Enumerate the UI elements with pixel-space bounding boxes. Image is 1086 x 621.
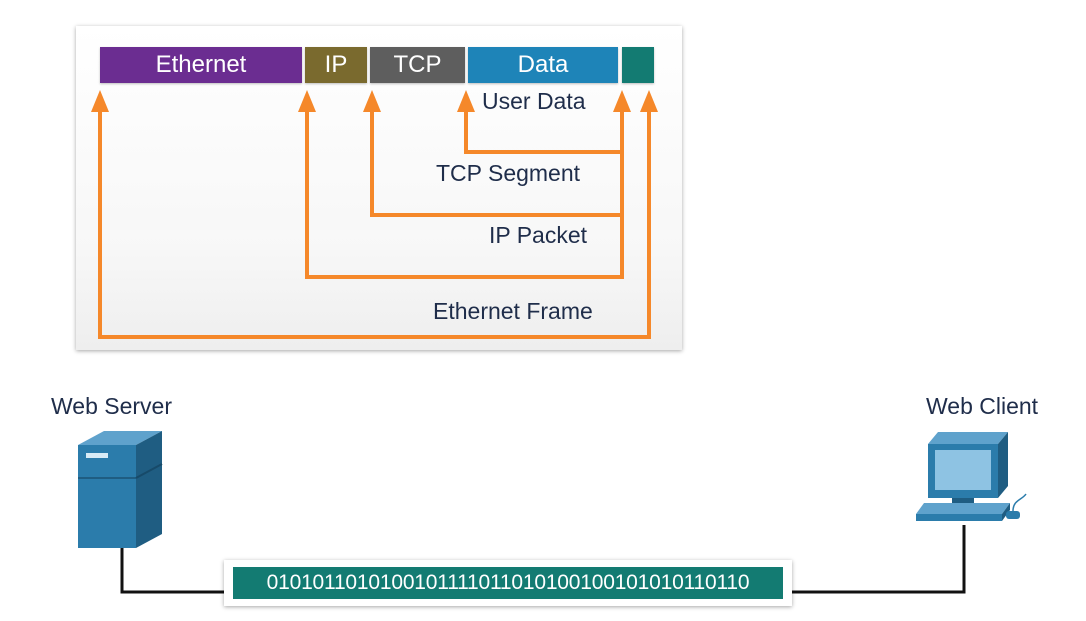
ethernet-header: Ethernet [100, 47, 302, 83]
web-server-label: Web Server [51, 393, 173, 419]
computer-icon [916, 432, 1027, 521]
ip-packet-label: IP Packet [489, 222, 588, 248]
ethernet-trailer [622, 47, 654, 83]
network-cable-left [120, 545, 224, 594]
arrowhead [640, 90, 658, 112]
tcp-segment-bracket [370, 102, 622, 217]
arrowhead [363, 90, 381, 112]
bitstream-box: 0101011010100101111011010100100101010110… [224, 560, 792, 606]
data-payload: Data [468, 47, 618, 83]
ip-packet-bracket [305, 102, 624, 279]
tcp-segment-label: TCP Segment [436, 160, 581, 186]
ethernet-frame-bracket [98, 102, 651, 339]
user-data-label: User Data [482, 88, 586, 114]
arrowhead [457, 90, 475, 112]
ip-header: IP [305, 47, 367, 83]
network-cable-right [792, 525, 966, 594]
arrowhead [613, 90, 631, 112]
server-icon [78, 431, 163, 548]
web-client-label: Web Client [926, 393, 1039, 419]
arrowhead [91, 90, 109, 112]
ethernet-frame-label: Ethernet Frame [433, 298, 593, 324]
bitstream-text: 0101011010100101111011010100100101010110… [233, 567, 783, 599]
arrowhead [298, 90, 316, 112]
tcp-header: TCP [370, 47, 465, 83]
